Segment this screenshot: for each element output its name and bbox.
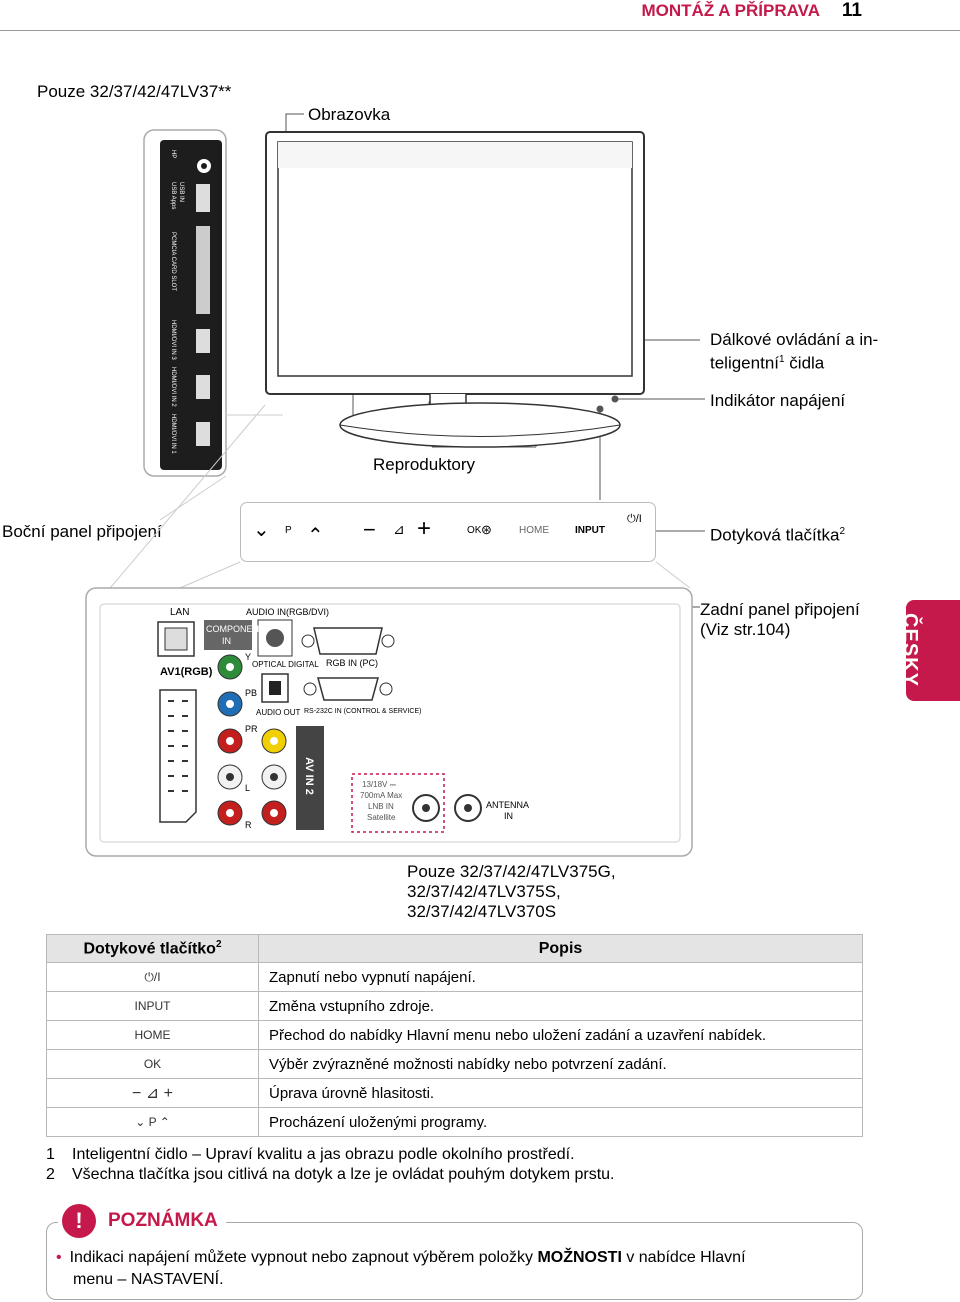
section-title: MONTÁŽ A PŘÍPRAVA — [641, 1, 821, 20]
program-p-label: P — [285, 525, 292, 536]
av1-label: AV1(RGB) — [160, 666, 213, 678]
satellite-models-1: Pouze 32/37/42/47LV375G, — [407, 862, 616, 881]
minus-icon: − — [363, 517, 376, 542]
table-header-description: Popis — [258, 934, 863, 963]
ok-label: OK — [467, 525, 482, 536]
svg-text:HDMI/DVI IN 3: HDMI/DVI IN 3 — [170, 320, 176, 360]
note-text: •Indikaci napájení můžete vypnout nebo z… — [56, 1249, 746, 1288]
rear-panel-label-2: (Viz str.104) — [700, 620, 791, 639]
l-label: L — [245, 783, 251, 793]
svg-text:HP: HP — [170, 150, 176, 158]
speakers-label: Reproduktory — [373, 455, 476, 474]
lnb-label-1: 13/18V ⎓ — [362, 780, 396, 789]
pb-label: PB — [245, 688, 258, 698]
input-label: INPUT — [575, 525, 605, 536]
satellite-models-3: 32/37/42/47LV370S — [407, 902, 557, 921]
antenna-label-1: ANTENNA — [486, 800, 530, 810]
description-cell: Zapnutí nebo vypnutí napájení. — [258, 962, 863, 992]
button-cell: OK — [46, 1049, 259, 1079]
touch-button-bar: ⌄ P ⌃ − ⊿ + OK ⊛ HOME INPUT ⏻/I — [240, 502, 656, 562]
table-header-button: Dotykové tlačítko2 — [46, 934, 259, 963]
svg-text:HDMI/DVI IN 1: HDMI/DVI IN 1 — [170, 414, 176, 454]
language-tab: ČESKY — [899, 600, 960, 701]
optical-label: OPTICAL DIGITAL — [252, 660, 319, 669]
lnb-label-2: 700mA Max — [360, 791, 403, 800]
description-cell: Přechod do nabídky Hlavní menu nebo ulož… — [258, 1020, 863, 1050]
lnb-label-4: Satellite — [367, 813, 396, 822]
button-cell: HOME — [46, 1020, 259, 1050]
header-rule — [0, 30, 960, 31]
note-header: ! POZNÁMKA — [58, 1203, 226, 1239]
button-cell: ⏻/I — [46, 962, 259, 992]
button-cell: INPUT — [46, 991, 259, 1021]
component-in-label-2: IN — [222, 636, 231, 646]
screen-label: Obrazovka — [308, 105, 391, 124]
svg-text:USB Apps: USB Apps — [170, 182, 176, 209]
satellite-models-2: 32/37/42/47LV375S, — [407, 882, 561, 901]
antenna-label-2: IN — [504, 811, 513, 821]
ok-circle-icon: ⊛ — [481, 522, 492, 537]
y-label: Y — [245, 652, 252, 662]
rear-panel-label-1: Zadní panel připojení — [700, 600, 860, 619]
note-title: POZNÁMKA — [108, 1210, 218, 1231]
audio-out-label: AUDIO OUT — [256, 708, 301, 717]
lan-label: LAN — [170, 607, 190, 618]
side-panel-label: Boční panel připojení — [2, 522, 162, 541]
touch-buttons-label: Dotyková tlačítka2 — [710, 525, 846, 545]
power-indicator-label: Indikátor napájení — [710, 391, 846, 410]
power-icon: ⏻/I — [627, 513, 642, 525]
component-in-label-1: COMPONENT — [206, 624, 265, 634]
audio-in-label: AUDIO IN(RGB/DVI) — [246, 607, 330, 617]
table-row: − ⊿ +Úprava úrovně hlasitosti. — [46, 1078, 863, 1108]
home-label: HOME — [519, 525, 549, 536]
pr-label: PR — [245, 724, 258, 734]
tv-diagram: HP USB Apps USB IN PCMCIA CARD SLOT HDMI… — [85, 113, 705, 857]
chevron-up-icon: ⌃ — [307, 525, 324, 547]
plus-icon: + — [417, 515, 432, 542]
button-cell: ⌄ P ⌃ — [46, 1107, 259, 1137]
svg-text:HDMI/DVI IN 2: HDMI/DVI IN 2 — [170, 367, 176, 407]
button-cell: − ⊿ + — [46, 1078, 259, 1108]
description-cell: Procházení uloženými programy. — [258, 1107, 863, 1137]
rgb-in-label: RGB IN (PC) — [326, 658, 379, 668]
svg-text:USB IN: USB IN — [178, 182, 184, 202]
remote-sensor-label-1: Dálkové ovládání a in- — [710, 330, 879, 349]
model-note: Pouze 32/37/42/47LV37** — [37, 82, 232, 101]
rs232-label: RS-232C IN (CONTROL & SERVICE) — [304, 708, 422, 715]
note-box — [46, 1222, 863, 1300]
svg-text:PCMCIA CARD SLOT: PCMCIA CARD SLOT — [170, 232, 176, 291]
table-row: ⌄ P ⌃Procházení uloženými programy. — [46, 1107, 863, 1137]
chevron-down-icon: ⌄ — [253, 519, 270, 541]
description-cell: Úprava úrovně hlasitosti. — [258, 1078, 863, 1108]
volume-icon: ⊿ — [393, 521, 405, 537]
description-cell: Změna vstupního zdroje. — [258, 991, 863, 1021]
r-label: R — [245, 820, 252, 830]
lnb-label-3: LNB IN — [368, 802, 394, 811]
av-in2-label: AV IN 2 — [302, 757, 315, 795]
description-cell: Výběr zvýrazněné možnosti nabídky nebo p… — [258, 1049, 863, 1079]
remote-sensor-label-2: teligentní1 čidla — [710, 353, 825, 373]
warning-icon: ! — [62, 1204, 96, 1238]
page-number: 11 — [841, 0, 862, 21]
bullet-icon: • — [56, 1249, 62, 1266]
